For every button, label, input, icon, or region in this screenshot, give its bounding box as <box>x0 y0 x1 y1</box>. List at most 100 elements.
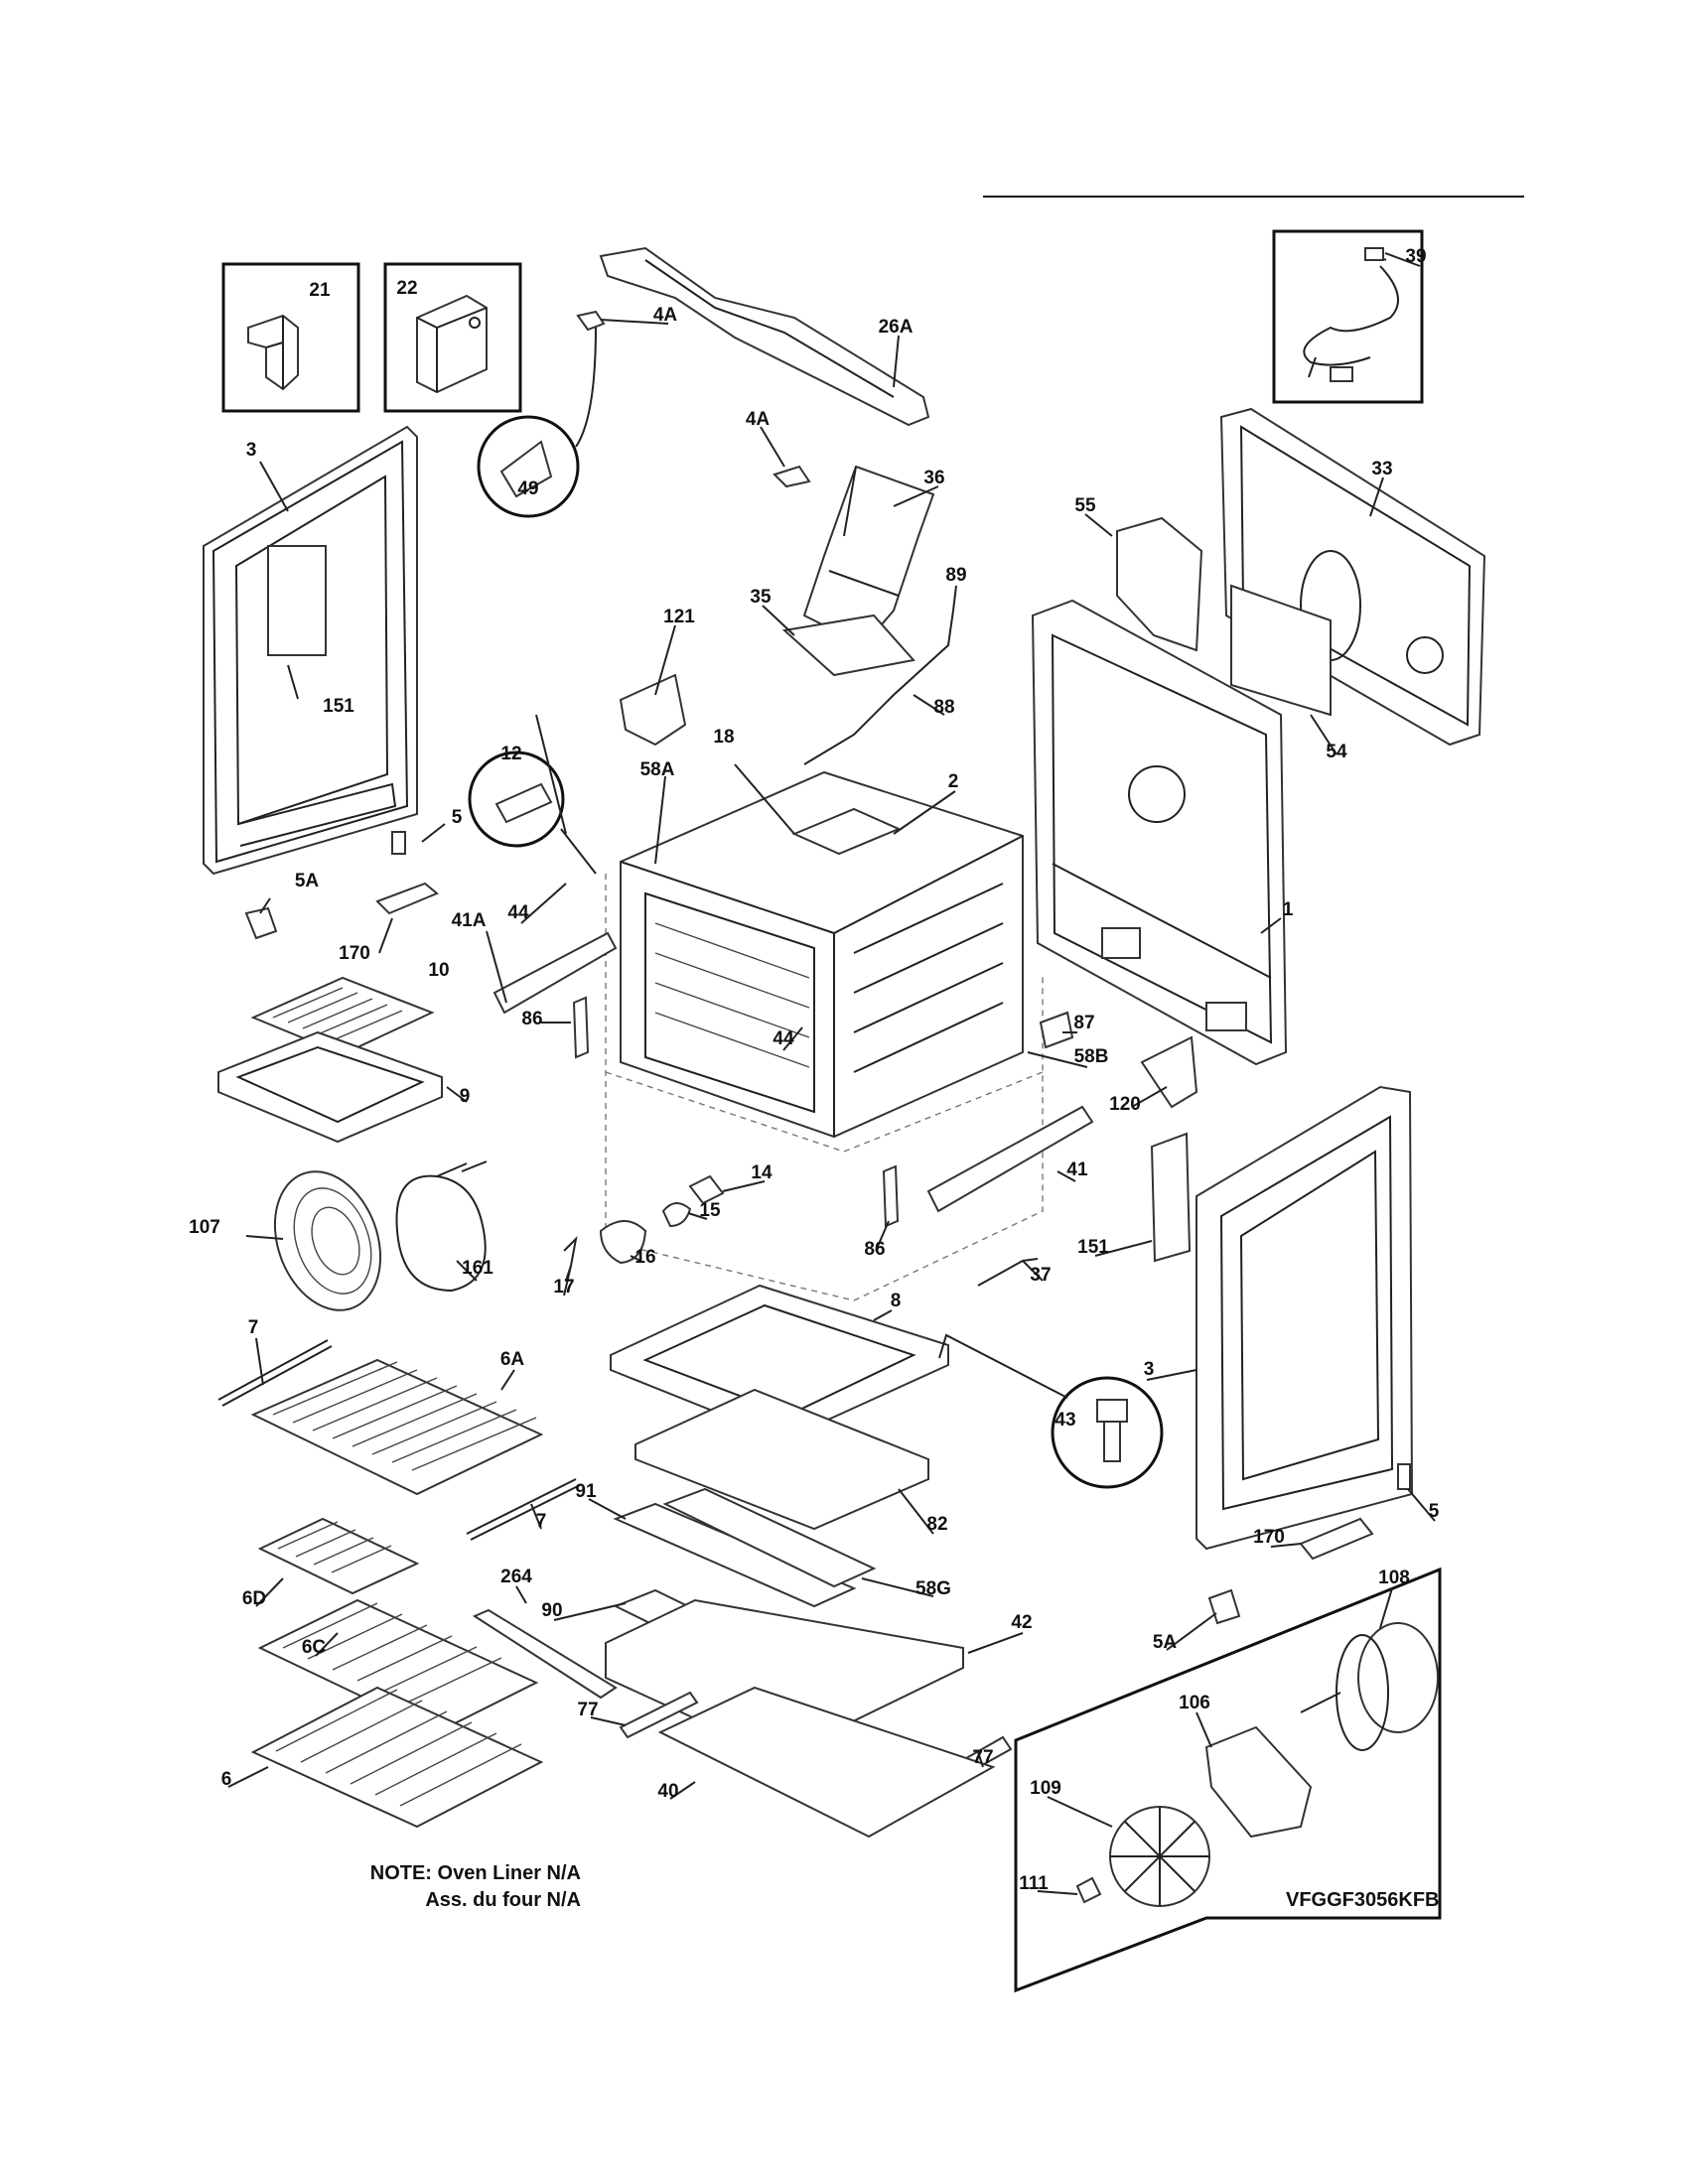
callout-26A: 26A <box>879 317 914 338</box>
part-4A-top <box>576 310 606 332</box>
part-109-fan-blade <box>1109 1806 1210 1907</box>
callout-151-right: 151 <box>1077 1237 1109 1258</box>
callout-8: 8 <box>891 1291 902 1311</box>
part-86-mid-clip <box>882 1164 900 1228</box>
part-49-detail <box>477 315 598 518</box>
callout-120: 120 <box>1109 1094 1141 1115</box>
part-170-left-hinge <box>375 882 439 915</box>
callout-82: 82 <box>926 1514 947 1535</box>
callout-3-right: 3 <box>1144 1359 1155 1380</box>
part-121-bracket <box>619 673 687 747</box>
callout-43: 43 <box>1055 1410 1075 1431</box>
callout-91: 91 <box>575 1481 597 1502</box>
callout-4A-top: 4A <box>653 305 678 326</box>
callout-5A-left: 5A <box>295 871 320 891</box>
callout-151-left: 151 <box>323 696 354 717</box>
part-170-right-hinge <box>1299 1517 1374 1561</box>
callout-39: 39 <box>1405 246 1426 267</box>
callout-109: 109 <box>1030 1778 1061 1799</box>
callout-55: 55 <box>1074 495 1096 516</box>
callout-18: 18 <box>713 727 734 748</box>
callout-170-left: 170 <box>339 943 370 964</box>
part-5-left-screw <box>391 831 406 855</box>
callout-90: 90 <box>541 1600 562 1621</box>
callout-33: 33 <box>1371 459 1392 479</box>
part-26A-top-bracket <box>599 246 930 427</box>
callout-37: 37 <box>1030 1265 1051 1286</box>
part-151-right-bracket <box>1150 1132 1192 1263</box>
callout-42: 42 <box>1011 1612 1032 1633</box>
part-5A-right-foot <box>1207 1588 1241 1625</box>
part-1-back-panel <box>1031 599 1288 1066</box>
callout-87: 87 <box>1073 1013 1094 1033</box>
part-22-bracket <box>383 262 522 413</box>
callout-15: 15 <box>699 1200 721 1221</box>
callout-4A-mid: 4A <box>746 409 771 430</box>
callout-161: 161 <box>462 1258 493 1279</box>
callout-16: 16 <box>634 1247 655 1268</box>
part-5A-left-foot <box>244 906 278 940</box>
callout-58A: 58A <box>640 759 675 780</box>
callout-44-mid: 44 <box>773 1028 794 1049</box>
callout-108: 108 <box>1378 1568 1410 1588</box>
part-111-nut <box>1075 1876 1102 1904</box>
part-6-rack <box>250 1686 544 1829</box>
callout-6D: 6D <box>242 1588 266 1609</box>
callout-2: 2 <box>948 771 959 792</box>
part-14-lamp-socket <box>688 1174 725 1205</box>
part-89-wire <box>803 610 954 765</box>
part-7-bottom-rail <box>466 1478 581 1541</box>
callout-77-right: 77 <box>972 1747 993 1768</box>
part-77-left-slide <box>619 1691 699 1739</box>
callout-14: 14 <box>751 1162 773 1183</box>
part-55-cover <box>1116 516 1203 652</box>
part-82-panel <box>634 1388 929 1531</box>
part-58A-oven-cavity <box>605 770 1044 1301</box>
part-21-clip <box>221 262 360 413</box>
part-108-motor <box>1300 1622 1439 1751</box>
part-37-wire <box>977 1258 1039 1287</box>
callout-58G: 58G <box>915 1578 951 1599</box>
callout-5A-right: 5A <box>1153 1632 1178 1653</box>
callout-36: 36 <box>923 468 944 488</box>
part-3-right-door-panel <box>1196 1085 1414 1551</box>
callout-58B: 58B <box>1074 1046 1109 1067</box>
callout-86-left: 86 <box>521 1009 542 1029</box>
part-5-right-screw <box>1397 1463 1411 1490</box>
callout-10: 10 <box>428 960 449 981</box>
callout-5-left: 5 <box>452 807 463 828</box>
callout-44-left: 44 <box>507 902 529 923</box>
part-8-oven-bottom <box>610 1284 949 1441</box>
note-line-1: NOTE: Oven Liner N/A <box>370 1862 581 1884</box>
callout-7-bottom: 7 <box>536 1511 547 1532</box>
callout-1: 1 <box>1283 899 1294 920</box>
part-39-power-cord <box>1272 229 1424 404</box>
part-87-block <box>1039 1011 1074 1049</box>
part-161-element <box>395 1160 488 1293</box>
callout-89: 89 <box>945 565 966 586</box>
callout-22: 22 <box>396 278 417 299</box>
callout-49: 49 <box>517 478 538 499</box>
part-6A-rack <box>250 1358 544 1496</box>
part-58G-panel <box>662 1487 877 1588</box>
callout-35: 35 <box>750 587 772 608</box>
part-7-top-rail <box>217 1339 333 1407</box>
note-line-2: Ass. du four N/A <box>425 1889 581 1911</box>
callout-6: 6 <box>221 1769 232 1790</box>
callout-106: 106 <box>1179 1693 1210 1713</box>
part-17-clip <box>563 1236 578 1282</box>
callout-6A: 6A <box>500 1349 525 1370</box>
callout-40: 40 <box>657 1781 678 1802</box>
callout-170-right: 170 <box>1253 1527 1285 1548</box>
model-number: VFGGF3056KFB <box>1286 1889 1439 1911</box>
callout-54: 54 <box>1326 742 1347 762</box>
callout-264: 264 <box>500 1567 532 1587</box>
part-4A-mid <box>773 465 811 488</box>
callout-3-left: 3 <box>246 440 257 461</box>
part-43-screw-detail <box>938 1333 1164 1489</box>
part-40-drawer <box>657 1686 996 1839</box>
part-41A-rail <box>492 931 618 1015</box>
part-264-rail <box>472 1608 618 1700</box>
callout-77-left: 77 <box>577 1700 598 1720</box>
